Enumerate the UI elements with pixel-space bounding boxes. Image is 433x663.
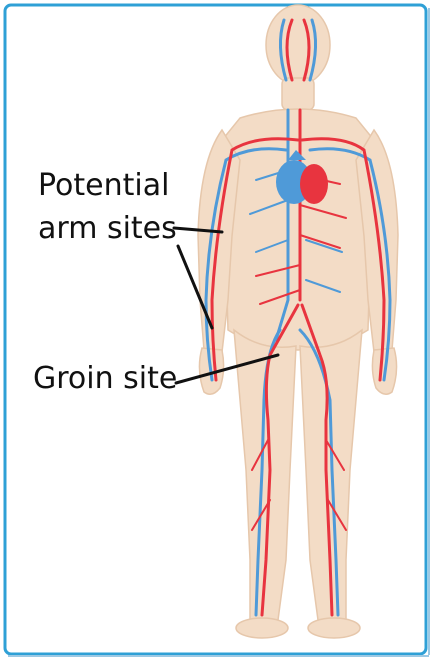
heart-right-chamber	[300, 164, 328, 204]
left-foot	[236, 618, 288, 638]
right-foot	[308, 618, 360, 638]
neck	[282, 78, 314, 110]
head	[266, 5, 330, 85]
label-potential: Potential	[38, 168, 169, 204]
label-groin-site: Groin site	[33, 361, 177, 397]
label-arm-sites: arm sites	[38, 211, 177, 247]
